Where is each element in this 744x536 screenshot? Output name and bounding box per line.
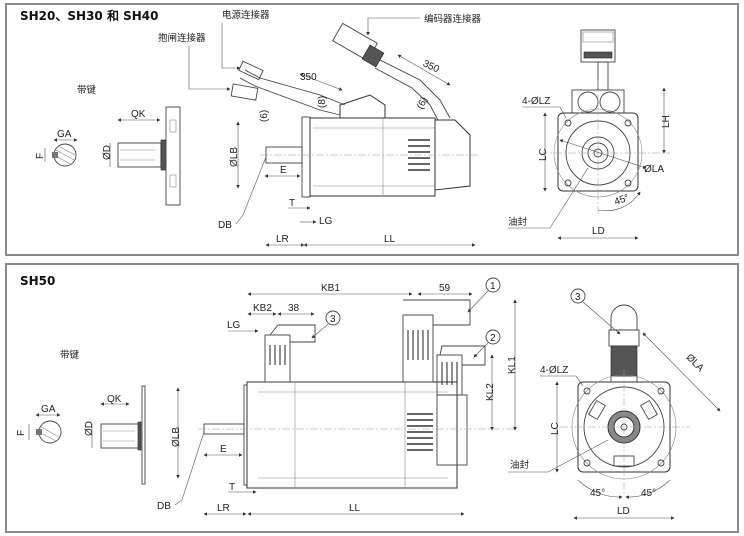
dim-kl2: KL2: [485, 383, 496, 401]
shaft-side-bottom: [91, 385, 146, 485]
dim-8-power: (8): [317, 96, 328, 108]
keyed-label-bottom: 带键: [60, 349, 80, 361]
dim-qk-top: QK: [131, 109, 146, 120]
dim-350-power: 350: [300, 72, 317, 83]
motor-side-view-bottom: [198, 299, 520, 489]
key-section-top: [44, 138, 78, 167]
callout-2: 2: [490, 333, 496, 344]
dim-lr-bottom: LR: [217, 503, 230, 514]
dim-lr-top: LR: [276, 234, 289, 245]
dim-lz-bottom: 4-ØLZ: [540, 365, 568, 376]
dim-t-top: T: [289, 198, 295, 209]
dim-lh-top: LH: [661, 115, 672, 128]
callout-1: 1: [490, 281, 496, 292]
key-section-bottom: [28, 413, 62, 444]
dim-38: 38: [288, 303, 300, 314]
dim-f-bottom: F: [16, 430, 27, 436]
dim-angle1-bottom: 45°: [590, 488, 605, 499]
dim-d-top: ØD: [102, 145, 113, 160]
oil-seal-label-bottom: 油封: [510, 459, 530, 471]
dim-ga-bottom: GA: [41, 404, 56, 415]
callout-3-side: 3: [330, 314, 336, 325]
dim-f-top: F: [35, 153, 46, 159]
dim-db-bottom: DB: [157, 501, 171, 512]
brake-connector-label: 抱闸连接器: [158, 32, 206, 44]
dim-ld-top: LD: [592, 226, 605, 237]
dim-6-brake: (6): [259, 110, 270, 122]
dim-lz-top: 4-ØLZ: [522, 96, 550, 107]
callout-3-front: 3: [575, 292, 581, 303]
dim-angle2-bottom: 45°: [641, 488, 656, 499]
dim-350-encoder: 350: [421, 58, 441, 75]
dim-angle-top: 45°: [613, 192, 631, 208]
dim-6-encoder: (6): [415, 95, 431, 111]
panel-bottom-title: SH50: [20, 274, 55, 288]
dim-59: 59: [439, 283, 451, 294]
dim-kl1: KL1: [507, 356, 518, 374]
dim-lb-bottom: ØLB: [171, 427, 182, 447]
dim-e-top: E: [280, 165, 287, 176]
dim-lg-top: LG: [319, 216, 333, 227]
keyed-label-top: 带键: [77, 84, 97, 96]
panel-top-title: SH20、SH30 和 SH40: [20, 8, 159, 23]
dim-la-top: ØLA: [644, 164, 664, 175]
dim-t-bottom: T: [229, 482, 235, 493]
dim-la-bottom: ØLA: [684, 352, 706, 374]
dim-kb1: KB1: [321, 283, 340, 294]
dim-qk-bottom: QK: [107, 394, 122, 405]
dim-lc-bottom: LC: [550, 422, 561, 435]
motor-front-view-top: [540, 29, 670, 215]
power-connector-label: 电源连接器: [222, 9, 270, 21]
shaft-side-top: [109, 106, 181, 206]
dim-lg-bottom: LG: [227, 320, 241, 331]
dim-db-top: DB: [218, 220, 232, 231]
dim-ll-top: LL: [384, 234, 396, 245]
dim-ld-bottom: LD: [617, 506, 630, 517]
dim-kb2: KB2: [253, 303, 272, 314]
dim-e-bottom: E: [220, 444, 227, 455]
oil-seal-label-top: 油封: [508, 216, 528, 228]
dim-d-bottom: ØD: [84, 421, 95, 436]
dim-lc-top: LC: [538, 148, 549, 161]
encoder-connector-label: 编码器连接器: [424, 13, 482, 25]
motor-front-view-bottom: [560, 304, 690, 495]
dim-ga-top: GA: [57, 129, 72, 140]
dim-lb-top: ØLB: [229, 147, 240, 167]
dim-ll-bottom: LL: [349, 503, 361, 514]
motor-side-view-top: [230, 22, 480, 198]
